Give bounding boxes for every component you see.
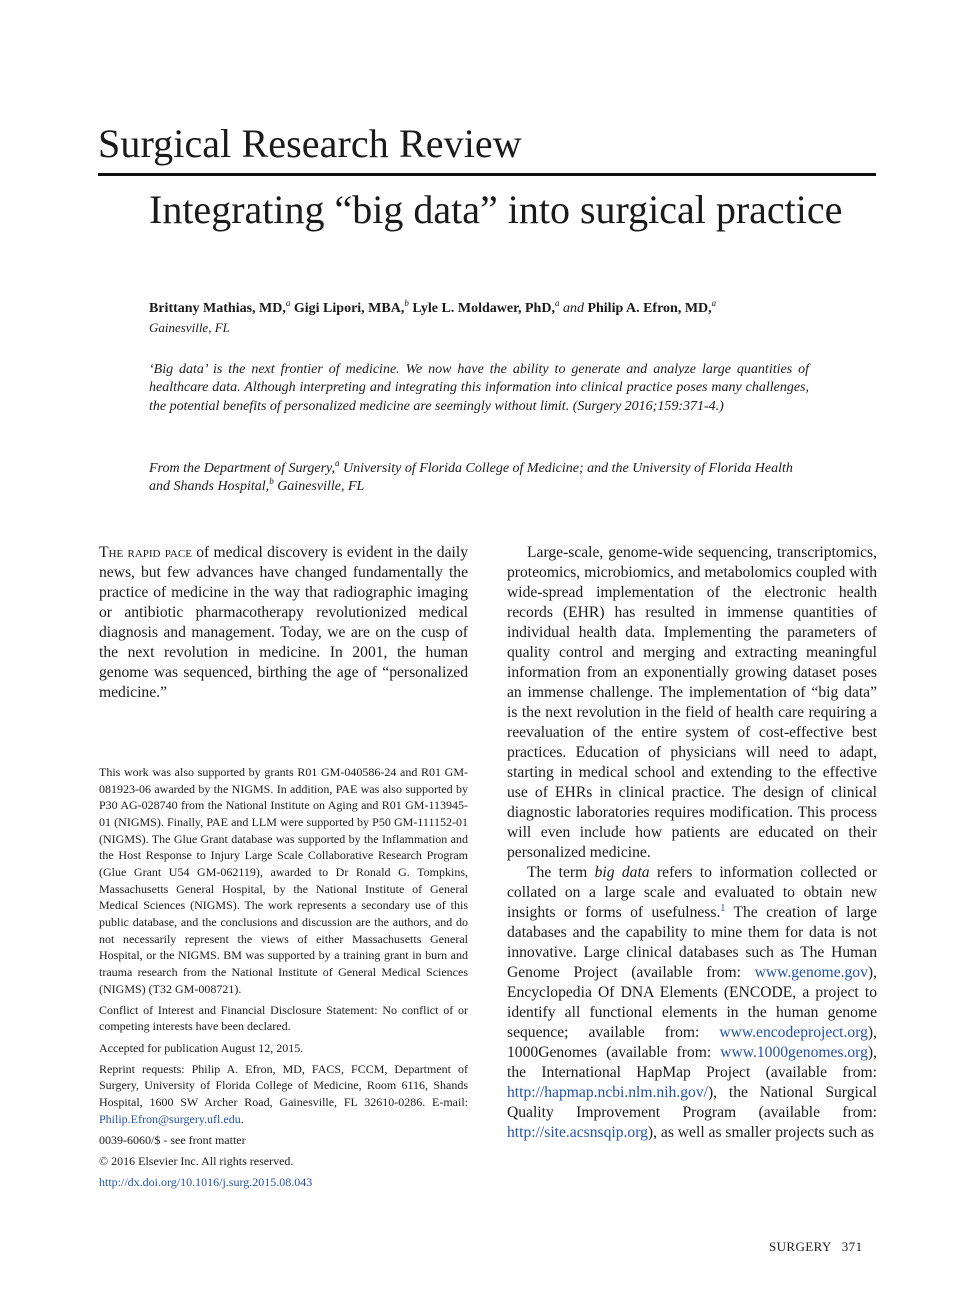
author-affiliation-mark: a (711, 298, 717, 308)
footnotes: This work was also supported by grants R… (99, 764, 468, 1195)
paragraph-text: of medical discovery is evident in the d… (99, 544, 468, 701)
author-name: Philip A. Efron, MD, (587, 301, 712, 316)
header-rule (98, 173, 876, 176)
paragraph-text: ), the National Surgical Quality Improve… (507, 1084, 877, 1121)
body-column-right: Large-scale, genome-wide sequencing, tra… (507, 543, 877, 1143)
abstract: ‘Big data’ is the next frontier of medic… (149, 362, 809, 414)
author-name: Lyle L. Moldawer, PhD, (412, 301, 555, 316)
author-name: Gigi Lipori, MBA, (293, 301, 405, 316)
body-paragraph: The term big data refers to information … (507, 863, 877, 1143)
copyright-line: © 2016 Elsevier Inc. All rights reserved… (99, 1153, 294, 1168)
reprint-text: Reprint requests: Philip A. Efron, MD, F… (99, 1061, 468, 1109)
body-column-left: The rapid pace of medical discovery is e… (99, 543, 468, 703)
body-paragraph: Large-scale, genome-wide sequencing, tra… (507, 544, 877, 861)
lead-in: The rapid pace (99, 544, 192, 561)
1000genomes-link[interactable]: www.1000genomes.org (720, 1044, 868, 1061)
affiliation: From the Department of Surgery,a Univers… (149, 458, 814, 496)
genome-gov-link[interactable]: www.genome.gov (754, 964, 868, 981)
affiliation-mark: a (335, 458, 340, 468)
author-name: Brittany Mathias, MD, (149, 301, 286, 316)
paragraph-text: refers to information collected or colla… (507, 864, 877, 921)
author-location: Gainesville, FL (149, 320, 230, 335)
author-affiliation-mark: b (404, 298, 409, 308)
author-affiliation-mark: a (554, 298, 560, 308)
reprint-requests: Reprint requests: Philip A. Efron, MD, F… (99, 1061, 468, 1128)
paragraph-text: ), 1000Genomes (available from: (507, 1024, 877, 1061)
paragraph-text: The creation of large databases and the … (507, 904, 877, 981)
author-affiliation-mark: a (285, 298, 291, 308)
hapmap-link[interactable]: http://hapmap.ncbi.nlm.nih.gov/ (507, 1084, 708, 1101)
page-footer: SURGERY 371 (769, 1238, 862, 1256)
page-number: 371 (841, 1239, 863, 1254)
affiliation-text: From the Department of Surgery, (149, 461, 335, 476)
paragraph-text: ), as well as smaller projects such as (647, 1124, 874, 1141)
reference-link[interactable]: 1 (720, 903, 726, 914)
doi-link[interactable]: http://dx.doi.org/10.1016/j.surg.2015.08… (99, 1175, 313, 1190)
term-big-data: big data (594, 864, 650, 881)
paragraph-text: The term (527, 864, 595, 881)
accepted-date: Accepted for publication August 12, 2015… (99, 1040, 304, 1055)
reprint-end: . (240, 1111, 244, 1126)
author-list: Brittany Mathias, MD,a Gigi Lipori, MBA,… (149, 299, 716, 319)
issn-line: 0039-6060/$ - see front matter (99, 1132, 246, 1147)
paragraph-text: ), Encyclopedia Of DNA Elements (ENCODE,… (507, 964, 877, 1041)
affiliation-text: University of Florida College of Medicin… (149, 461, 793, 494)
paragraph-text: ), the International HapMap Project (ava… (507, 1044, 877, 1081)
section-title: Surgical Research Review (98, 121, 522, 166)
body-paragraph: The rapid pace of medical discovery is e… (99, 543, 468, 703)
encode-link[interactable]: www.encodeproject.org (719, 1024, 868, 1041)
article-title: Integrating “big data” into surgical pra… (149, 187, 843, 232)
conflict-statement: Conflict of Interest and Financial Discl… (99, 1002, 468, 1034)
email-link[interactable]: Philip.Efron@surgery.ufl.edu (99, 1111, 241, 1126)
affiliation-mark: b (269, 476, 274, 486)
affiliation-text: Gainesville, FL (273, 479, 365, 494)
journal-name: SURGERY (769, 1239, 832, 1254)
funding-note: This work was also supported by grants R… (99, 765, 468, 996)
acsnsqip-link[interactable]: http://site.acsnsqip.org (507, 1124, 648, 1141)
author-conjunction: and (562, 301, 584, 316)
